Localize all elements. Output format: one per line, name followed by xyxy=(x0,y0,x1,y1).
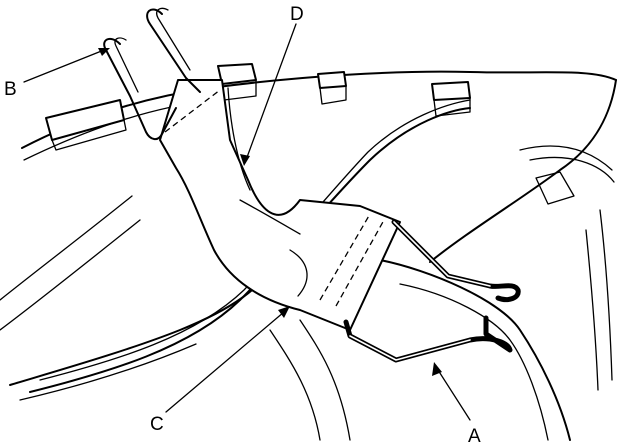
callout-c: C xyxy=(150,414,164,435)
mounting-tabs xyxy=(45,63,471,151)
clip-b xyxy=(103,7,201,140)
clip-wire-a xyxy=(343,219,521,363)
strap-d xyxy=(159,79,401,331)
leader-lines xyxy=(23,23,471,421)
callout-b: B xyxy=(4,79,17,100)
callout-a: A xyxy=(468,426,481,447)
callout-d: D xyxy=(290,4,304,25)
